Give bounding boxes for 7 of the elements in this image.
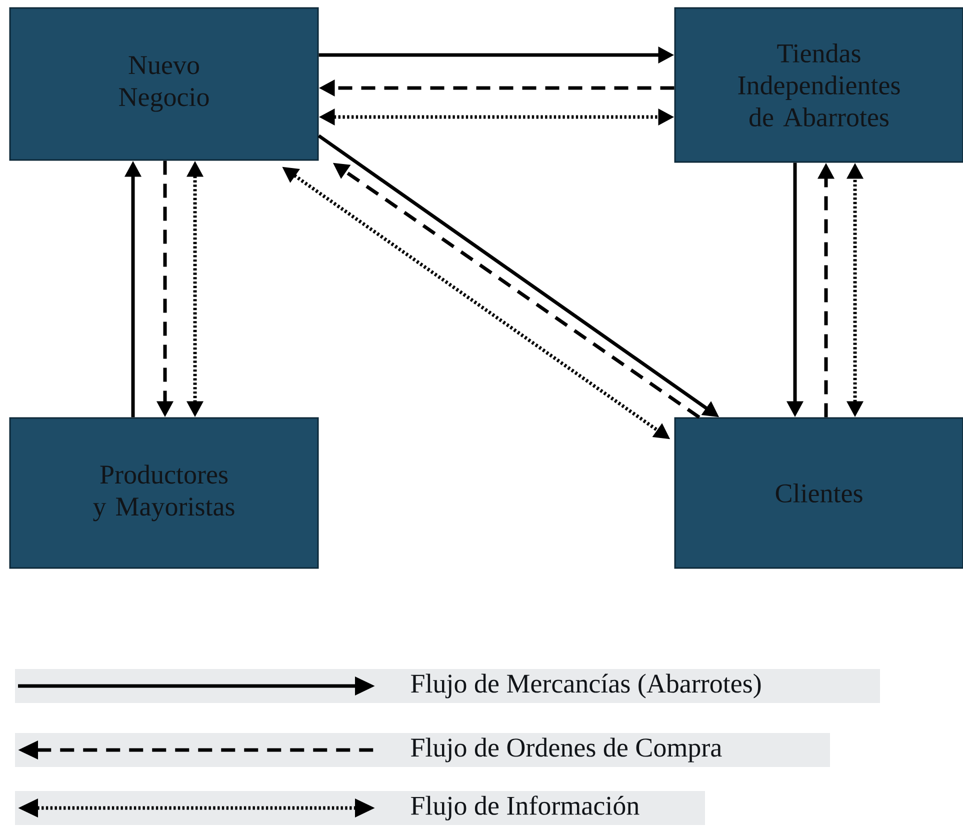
process-box: Tiendas Independientes de Abarrotes [674, 7, 963, 163]
process-box: Productores y Mayoristas [9, 417, 319, 569]
process-box: Nuevo Negocio [9, 7, 319, 161]
legend-text: Flujo de Mercancías (Abarrotes) [411, 674, 761, 698]
legend-text: Flujo de Ordenes de Compra [411, 738, 722, 762]
legend-text: Flujo de Información [411, 796, 640, 820]
process-box: Clientes [674, 417, 963, 569]
